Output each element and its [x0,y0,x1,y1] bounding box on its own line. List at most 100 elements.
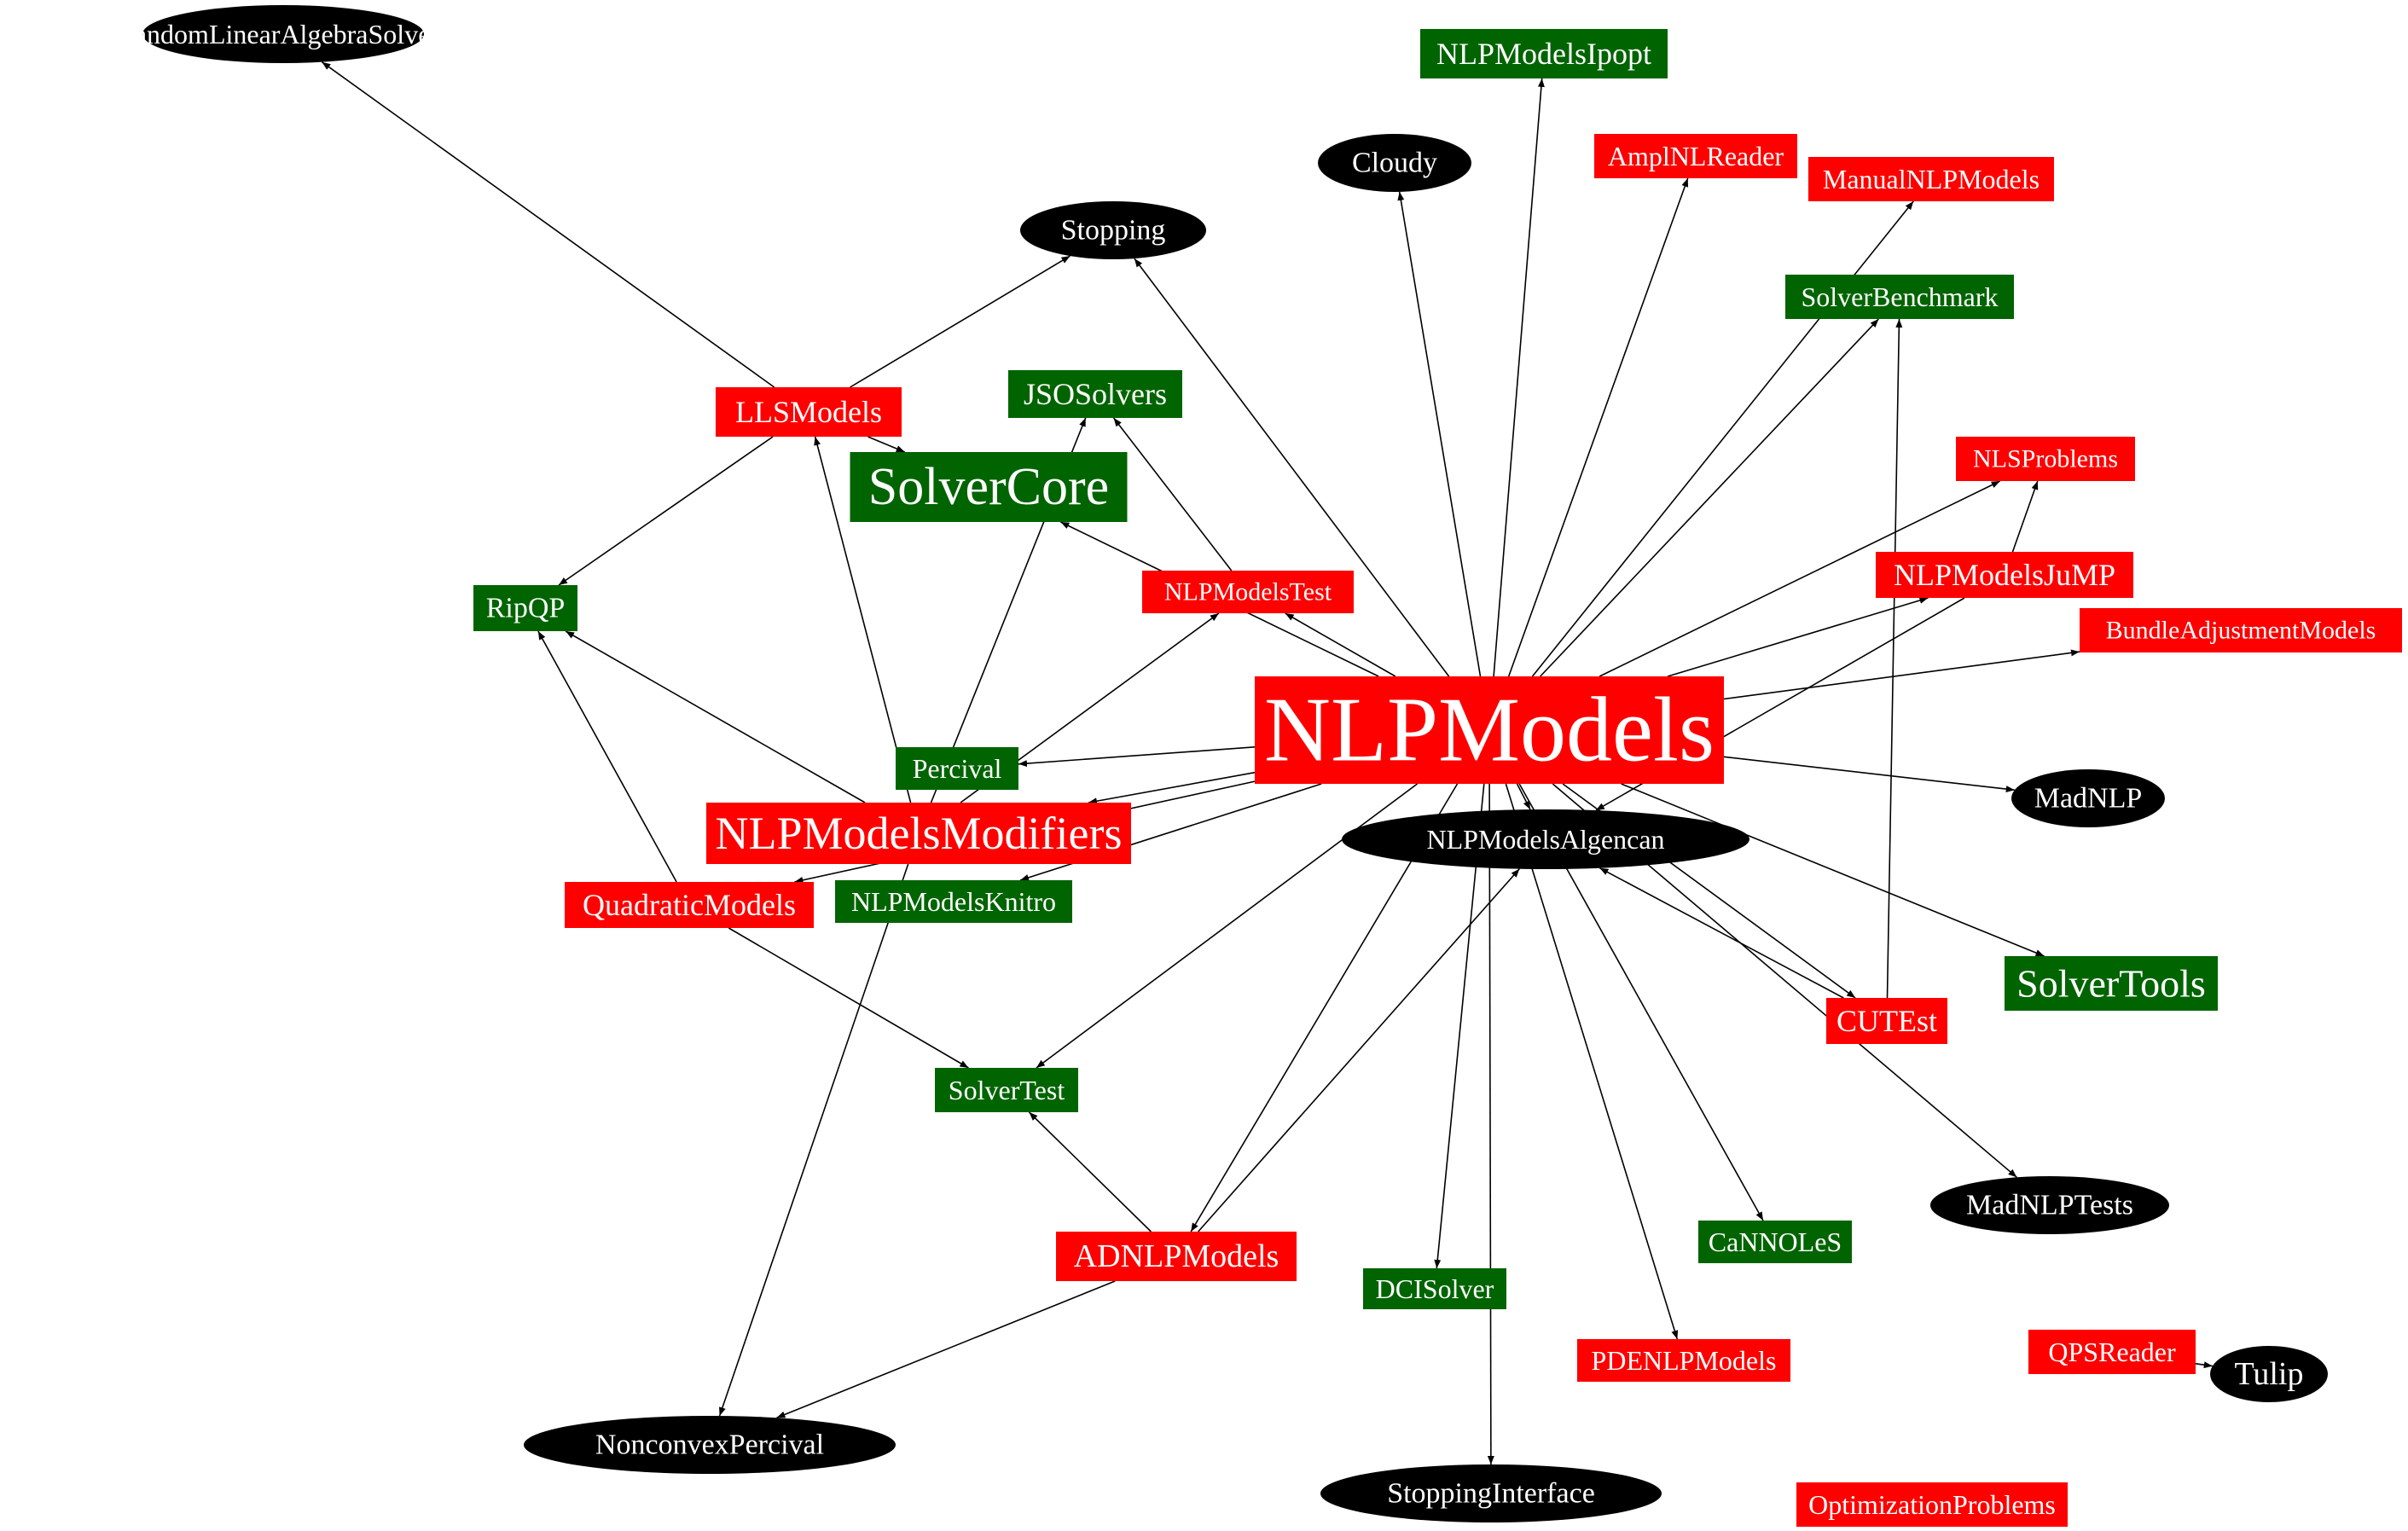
edge-line [1019,783,1322,881]
edge-llsmodels-to-ripqp [558,436,774,586]
node-quadraticmodels: QuadraticModels [565,882,814,928]
edge-line [1198,868,1520,1232]
node-stopping: Stopping [1020,201,1206,259]
node-label: DCISolver [1376,1273,1494,1304]
node-shape [896,747,1018,790]
node-label: MadNLP [2034,783,2143,815]
node-shape [706,803,1131,864]
edge-line [321,61,775,388]
edge-line [1540,318,1879,677]
edge-nlpmodels-to-nlpmodelsmodifiers [1088,771,1256,805]
node-label: Cloudy [1352,148,1437,179]
node-percival: Percival [896,747,1018,790]
node-label: AmplNLReader [1608,141,1784,171]
node-label: NLSProblems [1973,445,2118,473]
node-layer: RandomLinearAlgebraSolvers NLPModelsIpopt… [117,5,2402,1527]
node-nlpmodelsalgencan: NLPModelsAlgencan [1342,809,1749,869]
node-label: CaNNOLeS [1709,1227,1842,1257]
node-nlpmodelstest: NLPModelsTest [1142,571,1354,613]
node-shape [935,1068,1078,1112]
node-shape [1577,1339,1790,1382]
node-amplnlreader: AmplNLReader [1594,134,1797,178]
edge-nlpmodelsmodifiers-to-ripqp [565,630,866,803]
edge-line [1667,597,1929,677]
node-solvertest: SolverTest [935,1068,1078,1112]
edge-adnlpmodels-to-nlpmodelsalgencan [1198,868,1520,1232]
edge-line [1886,318,1903,999]
node-solvercore: SolverCore [850,452,1128,522]
node-adnlpmodels: ADNLPModels [1056,1232,1297,1281]
edge-line [1493,78,1545,677]
edge-nlpmodelsjump-to-nlsproblems [2011,480,2039,553]
edge-line [1285,612,1396,677]
node-shape [565,882,814,928]
edge-adnlpmodels-to-nonconvexpercival [776,1280,1116,1419]
node-label: PDENLPModels [1592,1345,1777,1376]
node-shape [524,1416,896,1474]
edge-quadraticmodels-to-solvertest [728,927,969,1069]
node-shape [1876,552,2133,598]
node-label: NLPModelsModifiers [716,808,1123,859]
node-stoppinginterface: StoppingInterface [1320,1464,1662,1522]
edge-nlpmodels-to-nlpmodelsknitro [1019,783,1322,881]
node-pdenlpmodels: PDENLPModels [1577,1339,1790,1382]
edge-llsmodels-to-randomlinearalgebrasolvers [321,61,775,388]
edge-nlpmodels-to-nlpmodelstest [1285,612,1396,677]
node-nlpmodels: NLPModels [1255,676,1724,784]
node-llsmodels: LLSModels [716,387,902,437]
node-label: BundleAdjustmentModels [2106,617,2376,645]
edge-adnlpmodels-to-solvertest [1028,1111,1152,1232]
node-shape [2210,1346,2328,1402]
edge-line [1088,771,1256,805]
edge-line [565,630,866,803]
node-label: SolverTools [2016,962,2206,1006]
node-shape [835,880,1072,923]
node-label: SolverTest [949,1075,1065,1105]
edge-line [1112,417,1233,571]
edge-nlpmodels-to-amplnlreader [1507,177,1689,677]
node-shape [1318,134,1471,192]
edge-line [1516,783,1531,810]
edge-line [1018,746,1256,768]
edge-line [1723,756,2015,793]
edge-line [558,436,774,586]
node-shape [1255,676,1724,784]
node-shape [1956,437,2135,481]
edge-line [1531,200,1914,677]
node-label: Tulip [2235,1356,2304,1392]
node-nlpmodelsipopt: NLPModelsIpopt [1420,29,1668,78]
node-label: StoppingInterface [1387,1478,1595,1510]
node-nlpmodelsmodifiers: NLPModelsModifiers [706,803,1131,864]
edge-line [1397,191,1482,677]
node-solvertools: SolverTools [2005,956,2218,1011]
node-label: NLPModelsAlgencan [1426,824,1664,855]
node-label: MadNLPTests [1966,1190,2133,1221]
node-ripqp: RipQP [473,585,577,631]
node-shape [1930,1176,2169,1234]
node-label: NLPModelsJuMP [1894,558,2115,592]
node-cutest: CUTEst [1826,998,1947,1044]
edge-line [1723,649,2080,700]
node-nonconvexpercival: NonconvexPercival [524,1416,896,1474]
node-solverbenchmark: SolverBenchmark [1785,275,2014,319]
node-label: NLPModelsKnitro [851,886,1056,917]
edge-nlpmodels-to-bundleadjustmentmodels [1723,649,2080,700]
node-label: QuadraticModels [583,888,796,922]
node-label: Percival [913,753,1002,784]
edge-line [850,255,1071,388]
node-label: NLPModelsTest [1164,578,1332,606]
node-cannoles: CaNNOLeS [1698,1221,1852,1263]
node-randomlinearalgebrasolvers: RandomLinearAlgebraSolvers [117,5,450,63]
node-shape [716,387,902,437]
node-label: Stopping [1061,215,1166,246]
node-shape [1420,29,1668,78]
node-shape [2011,769,2165,827]
node-jsosolvers: JSOSolvers [1008,370,1182,418]
edge-line [1599,867,1844,999]
node-label: LLSModels [735,395,882,429]
node-shape [473,585,577,631]
node-label: JSOSolvers [1024,377,1167,411]
node-label: QPSReader [2048,1337,2176,1367]
edge-nlpmodels-to-nlsproblems [1599,480,2001,677]
edge-nlpmodels-to-stopping [1134,258,1450,677]
